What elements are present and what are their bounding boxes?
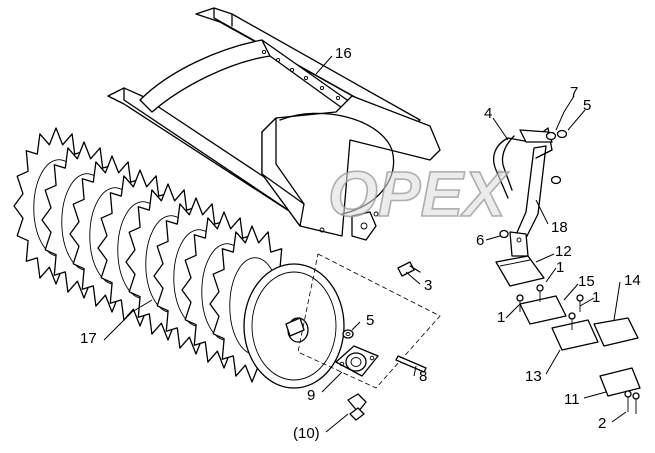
callout-8: 8: [419, 368, 427, 385]
callout-10: (10): [293, 425, 320, 442]
callout-16: 16: [335, 45, 352, 62]
callout-1-right: 1: [592, 289, 600, 306]
callout-1-upper: 1: [556, 259, 564, 276]
frame-part-16: [107, 7, 441, 241]
callout-3: 3: [424, 277, 432, 294]
callout-5-top: 5: [583, 97, 591, 114]
callout-12: 12: [555, 243, 572, 260]
callout-9: 9: [307, 387, 315, 404]
assembly-outline: [297, 253, 441, 389]
callout-13: 13: [525, 368, 542, 385]
nut-part-5: [342, 329, 354, 339]
bolt-part-2: [624, 390, 640, 414]
scraper-arm-part-18: [509, 145, 547, 257]
callout-4: 4: [484, 105, 492, 122]
scraper-plate-part-13: [551, 319, 599, 351]
callout-7: 7: [570, 84, 578, 101]
scraper-plate-part-14: [593, 317, 639, 347]
scraper-plate-part-11: [599, 367, 641, 397]
pin-part-8: [395, 355, 427, 373]
callout-labels: 16 4 7 5 18 6 12 1 15 1 1 14 3 5 17 8 9 …: [80, 45, 641, 442]
nut-part-5-top: [550, 129, 568, 185]
callout-5-bearing: 5: [366, 312, 374, 329]
bolt-part-3: [397, 261, 421, 277]
callout-17: 17: [80, 330, 97, 347]
roller-part-17: [13, 127, 345, 389]
watermark-logo: OPEX ®: [327, 157, 510, 231]
watermark-text: OPEX: [328, 158, 509, 230]
callout-1-left: 1: [497, 309, 505, 326]
leader-lines: [103, 55, 627, 433]
bearing-part-9: [335, 345, 379, 377]
washer-part-7: [545, 131, 557, 141]
grease-nipple-part-10: [347, 393, 367, 421]
callout-18: 18: [551, 219, 568, 236]
callout-14: 14: [624, 272, 641, 289]
callout-6: 6: [476, 232, 484, 249]
callout-2: 2: [598, 415, 606, 432]
callout-15: 15: [578, 273, 595, 290]
nut-part-6: [499, 229, 509, 239]
scraper-plate-part-12: [495, 255, 545, 287]
bracket-part-4: [493, 127, 553, 199]
scraper-plate-part-15: [519, 295, 567, 325]
watermark-registered-mark: ®: [496, 168, 503, 178]
callout-11: 11: [564, 391, 580, 408]
